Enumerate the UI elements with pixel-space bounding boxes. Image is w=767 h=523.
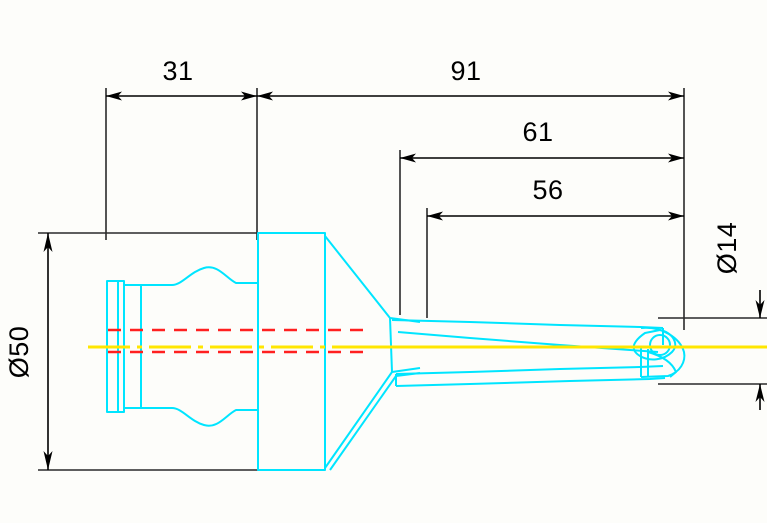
insert-screw-hole: [649, 334, 671, 356]
dim-arrow-31-right: [241, 91, 257, 101]
dim-label-d14: Ø14: [712, 222, 742, 275]
shank-top-contour: [141, 266, 258, 286]
extension-lines-group: [38, 88, 767, 471]
dim-label-91: 91: [450, 56, 481, 86]
dim-arrow-31-left: [106, 91, 122, 101]
dim-label-61: 61: [522, 117, 553, 147]
dim-arrow-61-right: [668, 153, 684, 163]
dim-arrow-d14-bottom: [755, 384, 765, 402]
dim-arrow-91-right: [668, 91, 684, 101]
dim-arrow-61-left: [400, 153, 416, 163]
shank-bottom-contour: [141, 407, 258, 427]
dim-label-d50: Ø50: [4, 326, 34, 379]
dim-arrow-56-right: [668, 211, 684, 221]
bar-bottom-edge: [395, 377, 666, 387]
dimension-lines-group: [43, 91, 765, 470]
dim-arrow-56-left: [427, 211, 443, 221]
dim-label-56: 56: [532, 175, 563, 205]
dim-arrow-91-left: [257, 91, 273, 101]
insert-nose-relief: [647, 351, 677, 378]
hidden-bore-group: [108, 328, 372, 354]
dimension-text-group: 31 91 61 56 Ø50 Ø14: [4, 56, 742, 378]
dim-arrow-d14-top: [755, 300, 765, 318]
taper-neck-left: [389, 317, 393, 373]
dim-arrow-d50-bottom: [43, 451, 53, 470]
bar-inner-upper-edge: [397, 331, 659, 353]
dim-label-31: 31: [162, 56, 193, 86]
dim-arrow-d50-top: [43, 233, 53, 252]
